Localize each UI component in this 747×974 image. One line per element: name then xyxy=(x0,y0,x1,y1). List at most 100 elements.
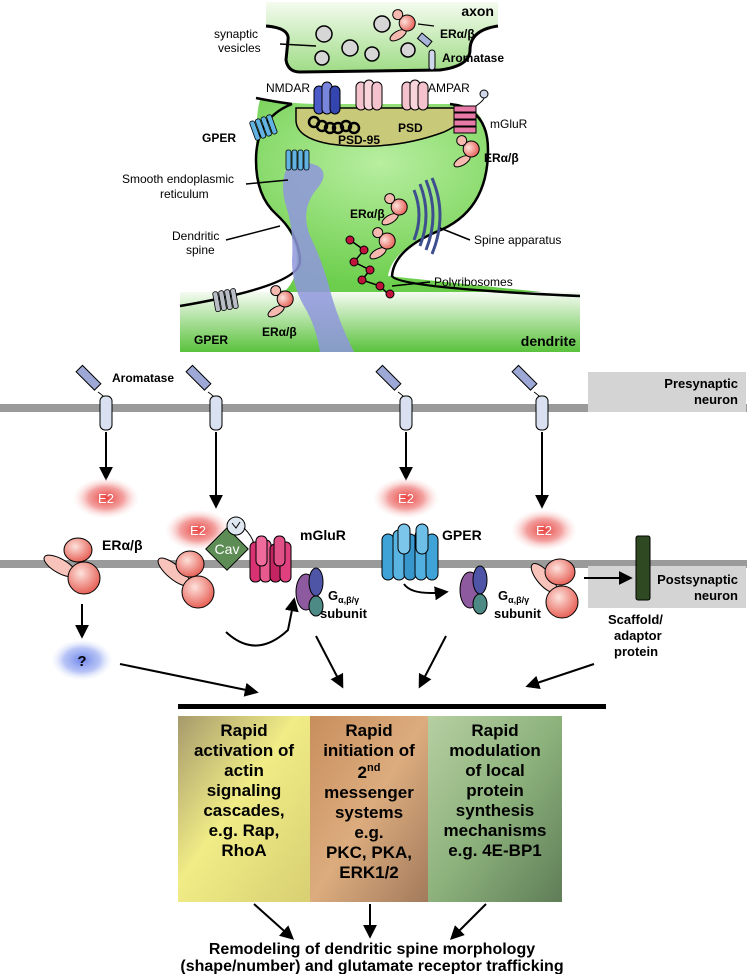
synaptic-vesicles-label-2: vesicles xyxy=(218,41,261,55)
actin-line-1: Rapid xyxy=(220,721,267,740)
conclusion-line-2: (shape/number) and glutamate receptor tr… xyxy=(180,958,563,974)
er-receptor-icon-1 xyxy=(43,537,101,595)
gper-icon-top xyxy=(249,114,278,141)
polyribosomes-label: Polyribosomes xyxy=(434,275,513,289)
synthesis-box-text: Rapid modulation of local protein synthe… xyxy=(444,721,547,860)
presynaptic-label-2: neuron xyxy=(694,392,738,407)
er-spine-right-label: ERα/β xyxy=(484,151,519,165)
er-receptor-icon-mid2 xyxy=(369,227,396,260)
presynaptic-membrane xyxy=(0,404,747,412)
er-dendrite-label: ERα/β xyxy=(262,325,297,339)
actin-box xyxy=(178,716,310,902)
caveolin-icon xyxy=(205,527,249,571)
actin-line-7: RhoA xyxy=(221,841,266,860)
messenger-line-1: Rapid xyxy=(345,721,392,740)
synthesis-line-7: e.g. 4E-BP1 xyxy=(448,841,542,860)
synthesis-line-5: synthesis xyxy=(456,801,534,820)
mglur-label: mGluR xyxy=(300,527,346,543)
e2-label-3: E2 xyxy=(398,491,414,506)
e2-glow-4 xyxy=(512,510,576,550)
messenger-line-4: messenger xyxy=(324,783,414,802)
er-receptor-icon xyxy=(389,9,416,42)
g-protein-icon-2 xyxy=(459,565,488,615)
aromatase-icon-2 xyxy=(185,364,223,431)
messenger-line-3: 2nd xyxy=(358,762,381,782)
dendrite-label: dendrite xyxy=(521,333,576,349)
unknown-mediator-label: ? xyxy=(77,653,86,670)
aromatase-icon-3 xyxy=(375,364,413,431)
synthesis-line-1: Rapid xyxy=(471,721,518,740)
psd95-chain xyxy=(307,115,361,135)
conclusion-line-1: Remodeling of dendritic spine morphology xyxy=(209,941,535,958)
er-receptor-icon-2 xyxy=(157,550,215,609)
aromatase-axon-label: Aromatase xyxy=(442,51,504,65)
spine-apparatus-label: Spine apparatus xyxy=(474,233,561,247)
g-protein-icon-1 xyxy=(295,567,324,617)
actin-line-4: signaling xyxy=(207,781,282,800)
psd95-label: PSD-95 xyxy=(338,133,380,147)
actin-line-3: actin xyxy=(224,761,264,780)
g-subunit-label-2: subunit xyxy=(320,606,368,621)
e2-glow-3 xyxy=(374,478,438,518)
scaffold-protein-icon xyxy=(635,535,651,601)
ampar-icon-1 xyxy=(355,79,383,111)
er-spine-mid-label: ERα/β xyxy=(350,207,385,221)
ser-label-2: reticulum xyxy=(160,187,209,201)
g2-subunit-label: Gα,β/γ xyxy=(498,588,529,605)
g-subunit-label: Gα,β/γ xyxy=(328,588,359,605)
convergence-bar xyxy=(178,704,606,709)
dendrite-shaft xyxy=(180,292,580,352)
synthesis-box xyxy=(428,716,562,902)
ampar-label: AMPAR xyxy=(428,81,470,95)
messenger-line-2: initiation of xyxy=(323,741,415,760)
gper-label: GPER xyxy=(442,527,482,543)
er-label: ERα/β xyxy=(102,537,143,553)
er-axon-label: ERα/β xyxy=(440,27,475,41)
aromatase-icon-1 xyxy=(75,364,113,431)
g2-subunit-label-2: subunit xyxy=(494,606,542,621)
actin-line-2: activation of xyxy=(194,741,294,760)
synthesis-line-3: of local xyxy=(465,761,525,780)
nmdar-icon xyxy=(313,81,341,115)
gper-icon-ser xyxy=(285,149,310,171)
synaptic-vesicles-label: synaptic xyxy=(214,27,258,41)
aromatase-icon xyxy=(416,32,436,71)
e2-label-1: E2 xyxy=(98,491,114,506)
er-receptor-icon-mid xyxy=(381,193,408,226)
synaptic-vesicles xyxy=(314,15,416,66)
mglur-top-label: mGluR xyxy=(490,117,528,131)
actin-line-5: cascades, xyxy=(203,801,284,820)
postsynaptic-membrane xyxy=(0,560,747,568)
dendritic-spine-label: Dendritic xyxy=(172,229,219,243)
dendritic-spine-label-2: spine xyxy=(186,243,215,257)
presynaptic-label: Presynaptic xyxy=(664,376,738,391)
ampar-icon-2 xyxy=(401,79,429,111)
scaffold-label: Scaffold/ xyxy=(608,612,663,627)
cav-label: Cav xyxy=(215,541,240,557)
synthesis-line-2: modulation xyxy=(449,741,541,760)
axon-membrane xyxy=(265,24,499,74)
polyribosomes xyxy=(345,235,395,299)
er-receptor-icon-3 xyxy=(530,558,579,619)
scaffold-label-2: adaptor xyxy=(614,628,662,643)
er-receptor-icon-right xyxy=(453,135,480,168)
messenger-line-5: systems xyxy=(335,803,403,822)
spine-apparatus xyxy=(412,177,442,255)
actin-line-6: e.g. Rap, xyxy=(209,821,280,840)
mglur-icon xyxy=(226,516,292,583)
nmdar-label: NMDAR xyxy=(266,81,310,95)
synapse-panel: axon synaptic vesicles ERα/β Aromatase xyxy=(122,2,581,352)
aromatase-icon-4 xyxy=(511,364,549,431)
ser-label: Smooth endoplasmic xyxy=(122,172,234,186)
e2-glow-2 xyxy=(166,510,230,550)
scaffold-label-3: protein xyxy=(614,644,658,659)
messenger-line-7: PKC, PKA, xyxy=(326,843,412,862)
signaling-schematic: Presynaptic neuron Postsynaptic neuron A… xyxy=(0,364,747,974)
messenger-line-8: ERK1/2 xyxy=(339,863,399,882)
postsynaptic-label: Postsynaptic xyxy=(657,572,738,587)
e2-label-4: E2 xyxy=(536,523,552,538)
messenger-line-6: e.g. xyxy=(354,823,383,842)
messenger-box-text: Rapid initiation of 2nd messenger system… xyxy=(323,721,415,882)
gper-icon-dendrite xyxy=(212,288,239,313)
